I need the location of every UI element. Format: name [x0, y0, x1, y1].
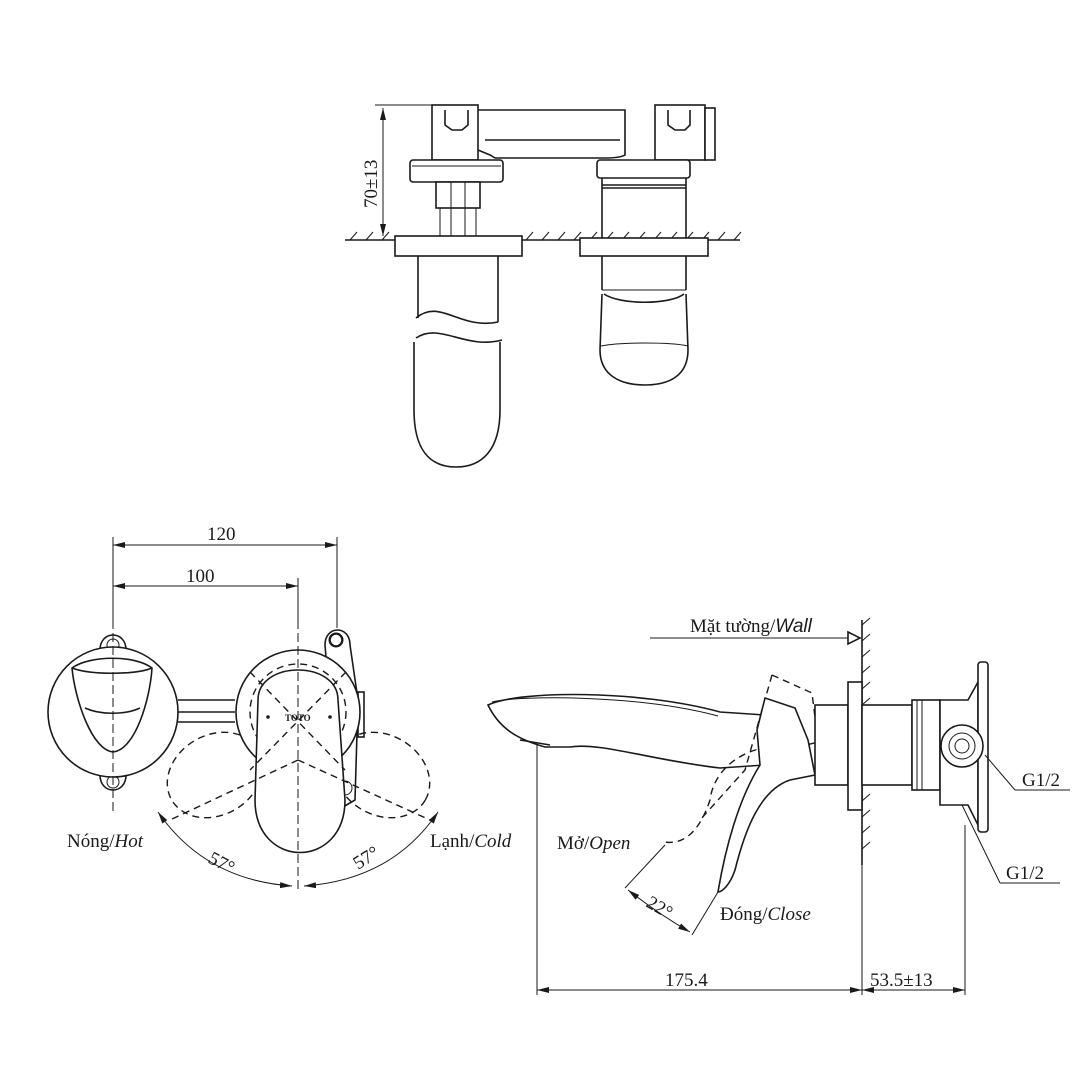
- hatch-mark: [861, 617, 871, 626]
- cold-label: Lạnh/Cold: [430, 831, 512, 852]
- hatch-mark: [861, 665, 871, 674]
- handle-cold-position: [333, 731, 431, 819]
- valve-body: [814, 704, 849, 786]
- inlet-fitting-inner: [954, 738, 970, 754]
- dimension-spout-label: 175.4: [665, 970, 708, 991]
- hot-label: Nóng/Hot: [67, 831, 144, 852]
- hatch-mark: [861, 841, 871, 850]
- top-view: 70±13: [345, 104, 742, 468]
- break-line-lower: [415, 332, 503, 343]
- dimension-depth-label: 53.5±13: [870, 970, 933, 991]
- wall-flange: [847, 681, 863, 811]
- angle-arc-left: [157, 811, 293, 889]
- lug-hole: [328, 632, 344, 648]
- hatch-mark: [733, 231, 742, 241]
- hatch-mark: [349, 231, 358, 241]
- right-flange: [596, 159, 691, 179]
- spout-lower: [599, 293, 689, 386]
- angle-arc-right: [303, 811, 439, 889]
- left-wall-plate: [394, 235, 523, 257]
- hatch-mark: [541, 231, 550, 241]
- height-dimension-label: 70±13: [361, 160, 382, 208]
- dimension-120-label: 120: [207, 524, 236, 545]
- break-line-upper: [415, 310, 499, 325]
- hatch-mark: [525, 231, 534, 241]
- lug-hole: [329, 633, 343, 647]
- left-valve-detail: [444, 110, 469, 131]
- right-body: [601, 178, 687, 290]
- left-valve-top-block: [431, 104, 479, 161]
- spout: [486, 693, 766, 769]
- hatch-mark: [861, 809, 871, 818]
- brand-logo: TOTO: [285, 713, 311, 723]
- hatch-mark: [573, 231, 582, 241]
- hatch-mark: [381, 231, 390, 241]
- left-stem-upper: [435, 181, 481, 209]
- right-valve-cap: [704, 107, 716, 161]
- hatch-mark: [861, 633, 871, 642]
- thread-label-2: G1/2: [1006, 863, 1044, 884]
- connector-arm: [178, 699, 235, 723]
- hatch-mark: [717, 231, 726, 241]
- rotation-guide: [297, 759, 431, 821]
- inlet-fitting-outer: [940, 724, 984, 768]
- dot: [266, 715, 270, 719]
- handle-angle-arc: [627, 889, 691, 933]
- hatch-mark: [861, 697, 871, 706]
- rotation-guide: [249, 671, 346, 771]
- handle-open-edge: [699, 674, 773, 821]
- spout-edge: [491, 697, 719, 717]
- wall-label: Mặt tường/Wall: [690, 616, 813, 637]
- right-wall-plate: [579, 237, 709, 257]
- angle-left-label: 57°: [205, 848, 238, 879]
- hatch-mark: [861, 825, 871, 834]
- thread-leader: [984, 754, 1016, 791]
- wall-marker: [847, 630, 862, 646]
- spout-outlet: [519, 739, 551, 746]
- hatch-mark: [861, 793, 871, 802]
- front-view: 120 100 TOTO: [47, 524, 512, 890]
- right-valve-top-block: [654, 104, 706, 161]
- left-handle-lower: [413, 342, 501, 468]
- hatch-mark: [861, 681, 871, 690]
- left-flange: [409, 159, 504, 183]
- hatch-mark: [557, 231, 566, 241]
- angle-guide: [624, 844, 666, 889]
- hatch-mark: [861, 649, 871, 658]
- side-view: Mặt tường/Wall G1/2 G1/2 Mở: [486, 616, 1070, 995]
- rotation-guide: [249, 671, 347, 771]
- angle-guide: [691, 891, 719, 936]
- spout-edge: [600, 342, 689, 347]
- spout-top-curve: [603, 293, 685, 304]
- left-handle-upper: [417, 256, 499, 322]
- thread-leader: [961, 804, 1001, 884]
- hatch-mark: [365, 231, 374, 241]
- handle-angle-label: 22°: [643, 892, 677, 923]
- lever-handle: [717, 696, 816, 893]
- connecting-pipe: [477, 109, 626, 159]
- hot-lever: [71, 657, 153, 753]
- dot: [328, 715, 332, 719]
- thread-label-1: G1/2: [1022, 770, 1060, 791]
- angle-right-label: 57°: [350, 842, 384, 874]
- dimension-100-label: 100: [186, 566, 215, 587]
- inlet-fitting-mid: [948, 732, 976, 760]
- close-label: Đóng/Close: [720, 904, 811, 925]
- threaded-section: [911, 699, 941, 791]
- wall-body: [861, 704, 913, 786]
- open-label: Mở/Open: [557, 833, 630, 854]
- right-valve-detail: [667, 110, 691, 131]
